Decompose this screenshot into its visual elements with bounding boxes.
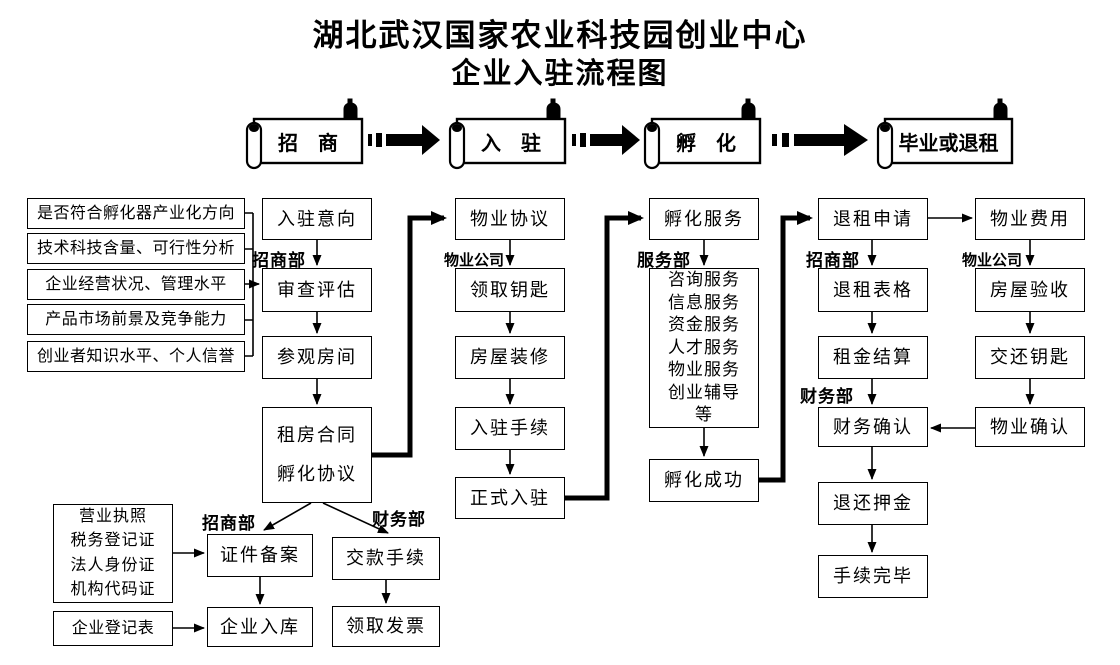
dept-label-zhaoshang-filing: 招商部: [202, 514, 256, 533]
node-room-decoration: 房屋装修: [455, 336, 565, 379]
node-company-warehouse: 企业入库: [207, 607, 313, 647]
incubation-agreement-line: 孵化协议: [277, 464, 357, 485]
node-payment-procedure: 交款手续: [332, 537, 440, 580]
node-official-checkin: 正式入驻: [455, 477, 565, 519]
stage-elbow-connectors: [372, 211, 813, 501]
flow-arrows: [173, 213, 1035, 633]
doc-line: 营业执照: [78, 508, 147, 526]
node-rent-settlement: 租金结算: [818, 336, 928, 379]
node-review-assess: 审查评估: [262, 268, 372, 312]
dept-label-wuye-company-right: 物业公司: [962, 252, 1023, 269]
service-item: 咨询服务: [668, 270, 740, 290]
node-procedure-complete: 手续完毕: [818, 555, 928, 598]
node-property-confirm: 物业确认: [975, 407, 1085, 447]
service-item: 物业服务: [668, 360, 740, 380]
dept-label-fuwu: 服务部: [637, 251, 691, 270]
node-property-fee: 物业费用: [975, 198, 1085, 240]
node-criteria-technology: 技术科技含量、可行性分析: [27, 233, 245, 264]
node-finance-confirm: 财务确认: [818, 407, 928, 447]
doc-line: 机构代码证: [70, 580, 156, 598]
node-criteria-direction: 是否符合孵化器产业化方向: [27, 198, 245, 229]
node-incubation-success: 孵化成功: [649, 459, 759, 502]
stage-banner-biye-tuizu: 毕业或退租: [898, 132, 999, 155]
doc-line: 法人身份证: [70, 556, 156, 574]
service-item: 人才服务: [668, 337, 740, 357]
dept-label-wuye-company-left: 物业公司: [444, 252, 505, 269]
node-company-registration-form: 企业登记表: [53, 611, 173, 646]
node-entry-intent: 入驻意向: [262, 198, 372, 240]
node-visit-room: 参观房间: [262, 336, 372, 379]
node-deposit-refund: 退还押金: [818, 482, 928, 525]
node-criteria-credit: 创业者知识水平、个人信誉: [27, 341, 245, 372]
page-title-line2: 企业入驻流程图: [451, 58, 669, 90]
node-get-keys: 领取钥匙: [455, 268, 565, 312]
dept-label-zhaoshang: 招商部: [252, 251, 306, 270]
node-rent-termination-apply: 退租申请: [818, 198, 928, 240]
service-item: 资金服务: [668, 315, 740, 335]
node-return-keys: 交还钥匙: [975, 336, 1085, 379]
node-service-list: 咨询服务 信息服务 资金服务 人才服务 物业服务 创业辅导 等: [649, 268, 759, 428]
dept-label-caiwu-payment: 财务部: [372, 510, 426, 529]
service-item: 等: [695, 405, 713, 425]
node-termination-form: 退租表格: [818, 268, 928, 312]
criteria-bus: [245, 212, 260, 357]
dept-label-caiwu-tuizu: 财务部: [800, 387, 854, 406]
stage-arrows: [368, 124, 868, 156]
page-title-line1: 湖北武汉国家农业科技园创业中心: [312, 18, 808, 53]
node-criteria-market: 产品市场前景及竞争能力: [27, 304, 245, 335]
node-certificate-filing: 证件备案: [207, 534, 313, 577]
dept-label-zhaoshang-tuizu: 招商部: [806, 251, 860, 270]
service-item: 创业辅导: [668, 382, 740, 402]
stage-banner-fuhua: 孵 化: [676, 132, 736, 155]
doc-line: 税务登记证: [70, 532, 156, 550]
rent-contract-line: 租房合同: [277, 425, 357, 446]
stage-scroll-banners: [245, 98, 1014, 170]
node-property-agreement: 物业协议: [455, 198, 565, 240]
stage-banner-zhaoshang: 招 商: [278, 132, 338, 155]
node-checkin-procedure: 入驻手续: [455, 407, 565, 450]
node-incubation-service: 孵化服务: [649, 198, 759, 240]
stage-banner-ruzhu: 入 驻: [481, 132, 541, 155]
node-get-invoice: 领取发票: [332, 606, 440, 647]
node-rent-contract: 租房合同 孵化协议: [262, 407, 372, 503]
service-item: 信息服务: [668, 292, 740, 312]
node-criteria-management: 企业经营状况、管理水平: [27, 269, 245, 300]
node-room-inspection: 房屋验收: [975, 268, 1085, 312]
node-business-license-docs: 营业执照 税务登记证 法人身份证 机构代码证: [53, 504, 173, 603]
